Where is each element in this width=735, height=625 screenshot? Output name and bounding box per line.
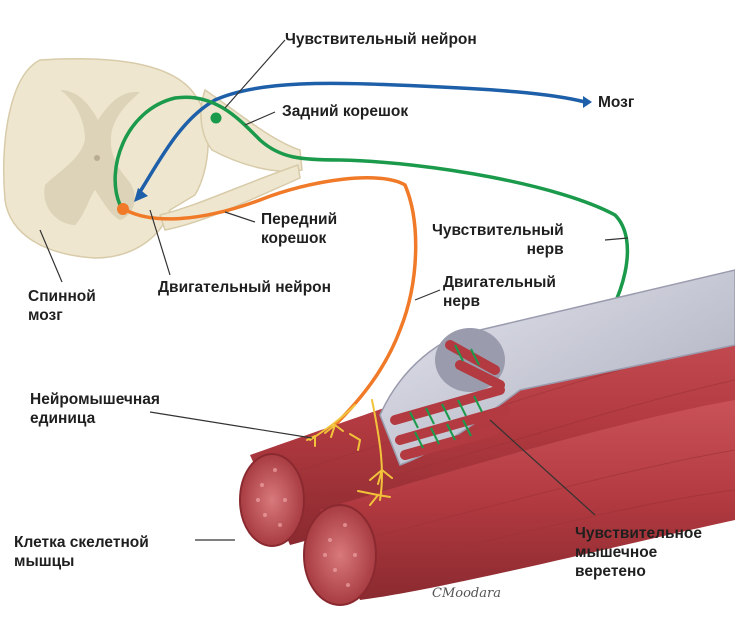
label-skeletal-muscle-cell-line2: мышцы: [14, 553, 75, 570]
label-muscle-spindle-line2: мышечное: [575, 544, 658, 561]
artist-signature: CMoodara: [432, 586, 501, 601]
label-spinal-cord-line2: мозг: [28, 307, 63, 324]
label-dorsal-root: Задний корешок: [282, 103, 409, 120]
muscle-spindle: [379, 269, 735, 466]
label-neuromuscular-unit-line1: Нейромышечная: [30, 391, 160, 408]
label-sensory-nerve-line2: нерв: [526, 241, 564, 258]
label-motor-neuron: Двигательный нейрон: [158, 279, 332, 296]
label-motor-nerve: Двигательный нерв: [443, 273, 556, 311]
leader-lines: [39, 39, 629, 541]
brain-arrow: [134, 188, 148, 202]
motor-nerve-endings: [306, 399, 393, 506]
label-motor-nerve-line1: Двигательный: [443, 274, 556, 291]
label-spinal-cord: Спинной мозг: [28, 287, 96, 325]
label-motor-nerve-line2: нерв: [443, 293, 480, 310]
label-ventral-root: Передний корешок: [261, 210, 337, 248]
label-neuromuscular-unit: Нейромышечная единица: [30, 390, 160, 428]
label-spinal-cord-line1: Спинной: [28, 288, 96, 305]
label-muscle-spindle-line3: веретено: [575, 563, 646, 580]
label-sensory-neuron: Чувствительный нейрон: [285, 31, 477, 48]
brain-path-end: [583, 96, 592, 108]
label-muscle-spindle: Чувствительное мышечное веретено: [575, 524, 702, 581]
label-muscle-spindle-line1: Чувствительное: [575, 525, 702, 542]
label-skeletal-muscle-cell-line1: Клетка скелетной: [14, 534, 149, 551]
sensory-neuron-body: [210, 112, 222, 124]
label-brain: Мозг: [598, 94, 635, 111]
muscle-cut-face-back: [239, 453, 305, 547]
label-sensory-nerve-line1: Чувствительный: [432, 222, 564, 239]
motor-path: [121, 176, 418, 427]
label-skeletal-muscle-cell: Клетка скелетной мышцы: [14, 533, 149, 571]
label-ventral-root-line1: Передний: [261, 211, 338, 228]
label-ventral-root-line2: корешок: [261, 230, 327, 247]
motor-neuron-body: [117, 203, 129, 215]
spinal-cord: [3, 58, 209, 259]
label-sensory-nerve: Чувствительный нерв: [432, 221, 564, 259]
muscle-cut-face-front: [303, 504, 377, 606]
brain-path: [136, 81, 586, 196]
label-neuromuscular-unit-line2: единица: [30, 410, 96, 427]
